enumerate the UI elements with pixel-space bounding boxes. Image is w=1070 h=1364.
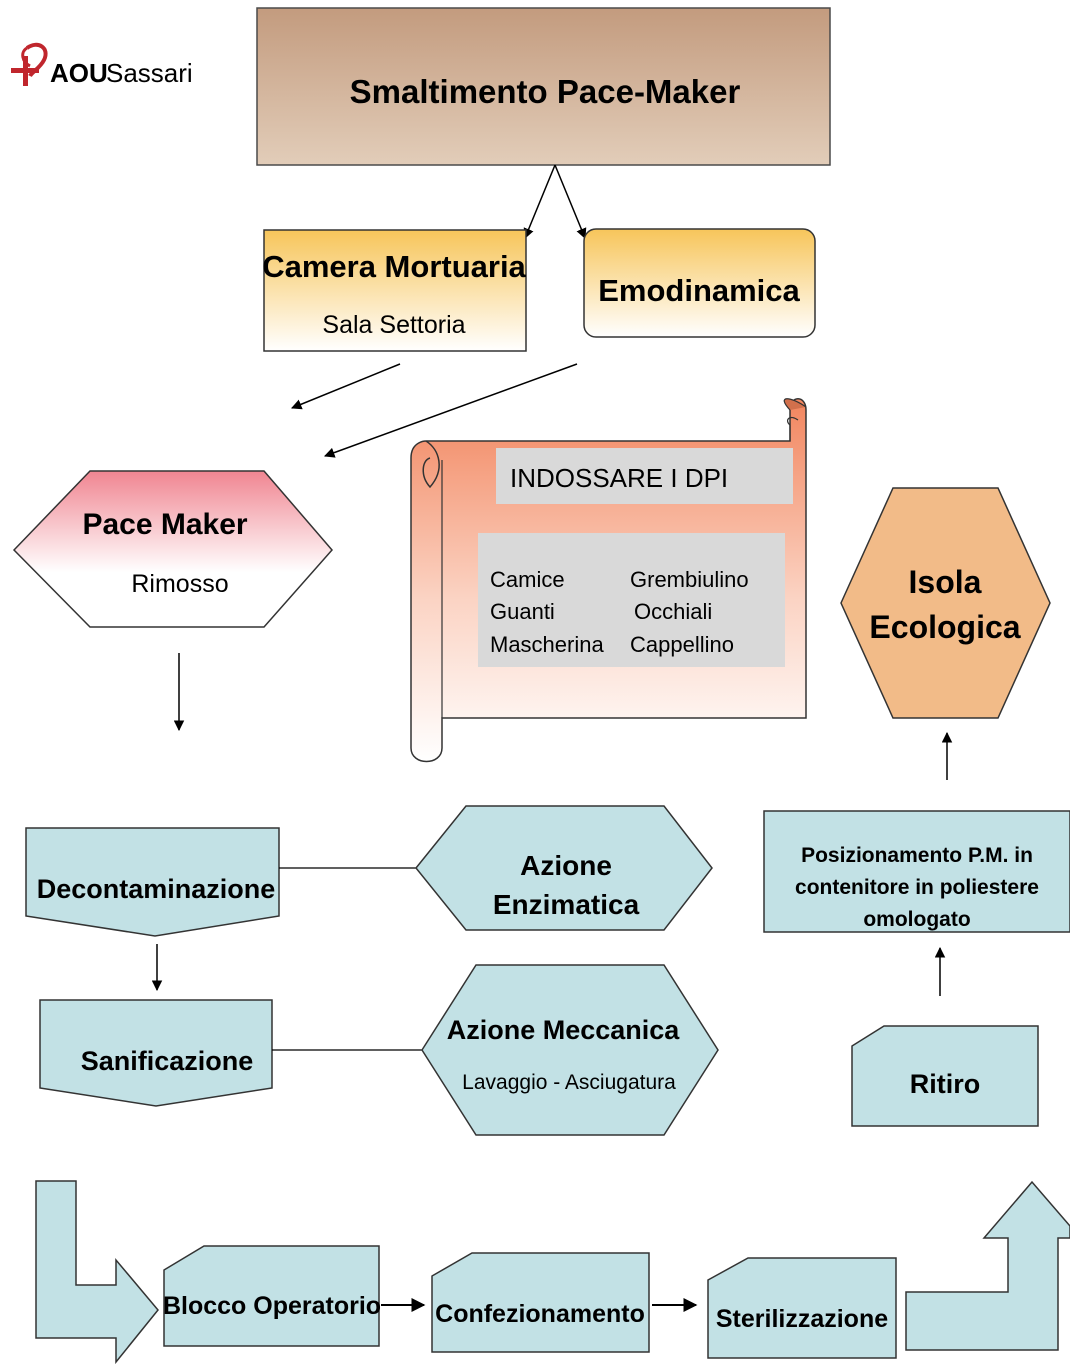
dpi-item-guanti: Guanti <box>490 599 555 624</box>
azione-enzimatica-hexagon: Azione Enzimatica <box>415 805 713 931</box>
blocco-operatorio-text: Blocco Operatorio <box>163 1292 381 1320</box>
dpi-header: INDOSSARE I DPI <box>510 463 728 493</box>
emodinamica-box: Emodinamica <box>583 228 816 338</box>
arrow-emodinamica-to-pacemaker <box>324 363 578 458</box>
azione-meccanica-hexagon: Azione Meccanica Lavaggio - Asciugatura <box>421 964 719 1136</box>
azione-enzimatica-line1: Azione <box>520 850 612 881</box>
arrow-to-emodinamica <box>554 164 587 239</box>
logo-cross-icon <box>11 42 48 86</box>
ritiro-box: Ritiro <box>851 1025 1039 1127</box>
title-text: Smaltimento Pace-Maker <box>350 73 741 110</box>
sanificazione-text: Sanificazione <box>81 1046 254 1076</box>
decontaminazione-box: Decontaminazione <box>25 827 280 937</box>
isola-line2: Ecologica <box>869 609 1020 645</box>
isola-ecologica-hexagon: Isola Ecologica <box>840 487 1051 719</box>
dpi-item-cappellino: Cappellino <box>630 632 734 657</box>
azione-meccanica-subtitle: Lavaggio - Asciugatura <box>462 1071 676 1094</box>
dpi-item-camice: Camice <box>490 567 565 592</box>
sterilizzazione-box: Sterilizzazione <box>707 1257 897 1359</box>
isola-line1: Isola <box>909 564 982 600</box>
posizionamento-line1: Posizionamento P.M. in <box>801 844 1033 867</box>
bent-arrow-end-icon <box>905 1180 1070 1351</box>
azione-enzimatica-line2: Enzimatica <box>493 889 640 920</box>
dpi-item-mascherina: Mascherina <box>490 632 604 657</box>
emodinamica-title: Emodinamica <box>598 273 800 308</box>
posizionamento-line3: omologato <box>863 908 970 931</box>
confezionamento-text: Confezionamento <box>435 1300 645 1328</box>
arrow-camera-to-pacemaker <box>291 363 401 410</box>
azione-meccanica-title: Azione Meccanica <box>447 1015 681 1045</box>
logo-text-bold: AOU <box>50 58 108 88</box>
dpi-item-grembiulino: Grembiulino <box>630 567 749 592</box>
pace-maker-title: Pace Maker <box>82 508 247 541</box>
title-box: Smaltimento Pace-Maker <box>256 7 831 166</box>
sanificazione-box: Sanificazione <box>39 999 273 1107</box>
camera-mortuaria-subtitle: Sala Settoria <box>322 311 465 339</box>
dpi-header-box <box>496 448 793 504</box>
camera-mortuaria-box: Camera Mortuaria Sala Settoria <box>262 229 527 352</box>
posizionamento-line2: contenitore in poliestere <box>795 876 1039 899</box>
dpi-scroll: INDOSSARE I DPI Camice Guanti Mascherina… <box>410 398 807 763</box>
pace-maker-subtitle: Rimosso <box>131 570 228 598</box>
sterilizzazione-text: Sterilizzazione <box>716 1305 888 1333</box>
dpi-item-occhiali: Occhiali <box>634 599 712 624</box>
bent-arrow-start-icon <box>35 1180 159 1364</box>
logo-text: Sassari <box>106 58 193 88</box>
camera-mortuaria-title: Camera Mortuaria <box>262 249 526 284</box>
posizionamento-box: Posizionamento P.M. in contenitore in po… <box>763 810 1070 933</box>
ritiro-text: Ritiro <box>910 1069 981 1099</box>
dpi-list-box <box>478 533 785 667</box>
arrow-to-camera <box>523 164 556 239</box>
confezionamento-box: Confezionamento <box>431 1252 650 1353</box>
pace-maker-hexagon: Pace Maker Rimosso <box>12 470 333 628</box>
decontaminazione-text: Decontaminazione <box>37 874 276 904</box>
aou-sassari-logo: AOU Sassari <box>11 42 193 88</box>
blocco-operatorio-box: Blocco Operatorio <box>163 1245 381 1347</box>
